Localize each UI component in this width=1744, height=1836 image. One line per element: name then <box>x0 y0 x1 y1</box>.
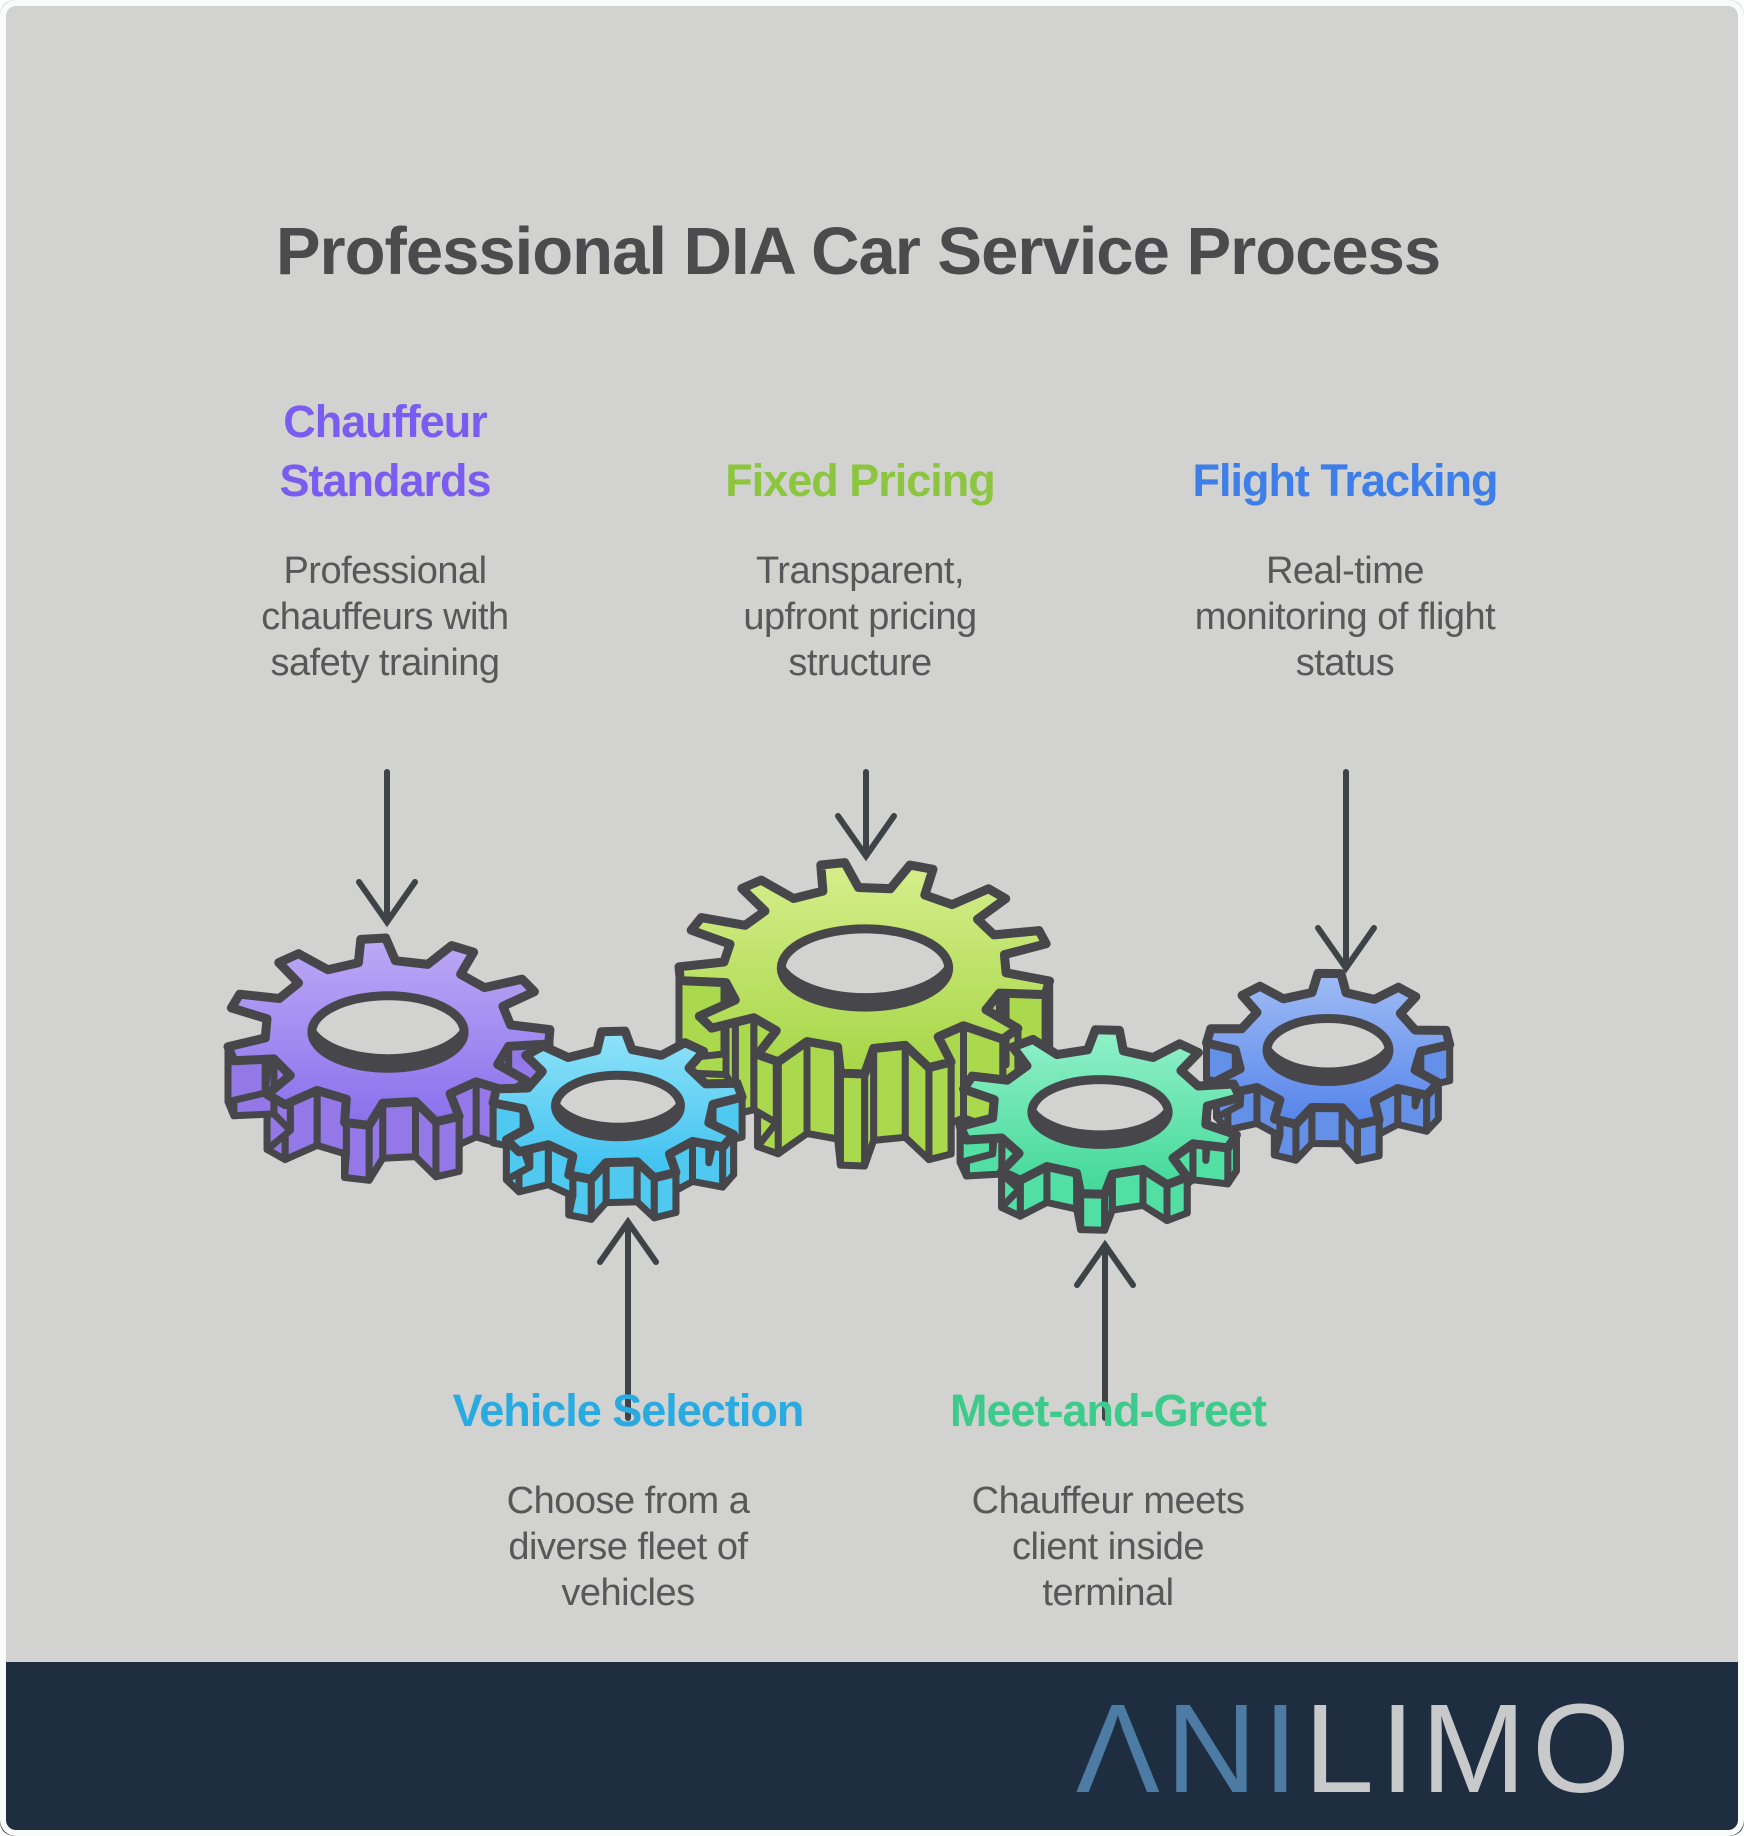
brand-logo: ΛNILIMO <box>1076 1686 1636 1812</box>
step-vehicle-selection: Vehicle Selection Choose from a diverse … <box>398 1385 858 1616</box>
up-arrow-meet-and-greet <box>1074 1239 1136 1421</box>
gear-meet-and-greet <box>955 1025 1245 1234</box>
up-arrow-vehicle-selection <box>597 1216 659 1421</box>
step-fixed-pricing: Fixed Pricing Transparent, upfront prici… <box>630 398 1090 686</box>
step-heading-chauffeur-standards: Chauffeur Standards <box>279 396 491 506</box>
footer-bar: ΛNILIMO <box>0 1662 1744 1836</box>
step-chauffeur-standards: Chauffeur Standards Professional chauffe… <box>155 396 615 686</box>
step-description-meet-and-greet: Chauffeur meets client inside terminal <box>971 1480 1245 1614</box>
step-heading-meet-and-greet: Meet-and-Greet <box>949 1385 1267 1436</box>
down-arrow-flight-tracking <box>1315 769 1377 974</box>
step-heading-vehicle-selection: Vehicle Selection <box>452 1385 805 1436</box>
brand-logo-prefix: ΛNI <box>1075 1678 1304 1819</box>
step-description-vehicle-selection: Choose from a diverse fleet of vehicles <box>506 1480 750 1614</box>
step-heading-fixed-pricing: Fixed Pricing <box>725 455 996 506</box>
brand-logo-suffix: LIMO <box>1303 1678 1636 1819</box>
step-description-fixed-pricing: Transparent, upfront pricing structure <box>743 550 977 684</box>
page-title: Professional DIA Car Service Process <box>275 213 1441 289</box>
gear-vehicle-selection <box>488 1026 747 1223</box>
down-arrow-chauffeur-standards <box>356 769 418 928</box>
step-description-chauffeur-standards: Professional chauffeurs with safety trai… <box>261 550 509 684</box>
gear-flight-tracking <box>1202 968 1455 1165</box>
step-meet-and-greet: Meet-and-Greet Chauffeur meets client in… <box>878 1385 1338 1616</box>
step-description-flight-tracking: Real-time monitoring of flight status <box>1194 550 1496 684</box>
down-arrow-fixed-pricing <box>835 769 897 862</box>
gear-fixed-pricing <box>674 858 1055 1170</box>
gear-chauffeur-standards <box>223 933 555 1184</box>
step-heading-flight-tracking: Flight Tracking <box>1192 455 1498 506</box>
step-flight-tracking: Flight Tracking Real-time monitoring of … <box>1115 398 1575 686</box>
